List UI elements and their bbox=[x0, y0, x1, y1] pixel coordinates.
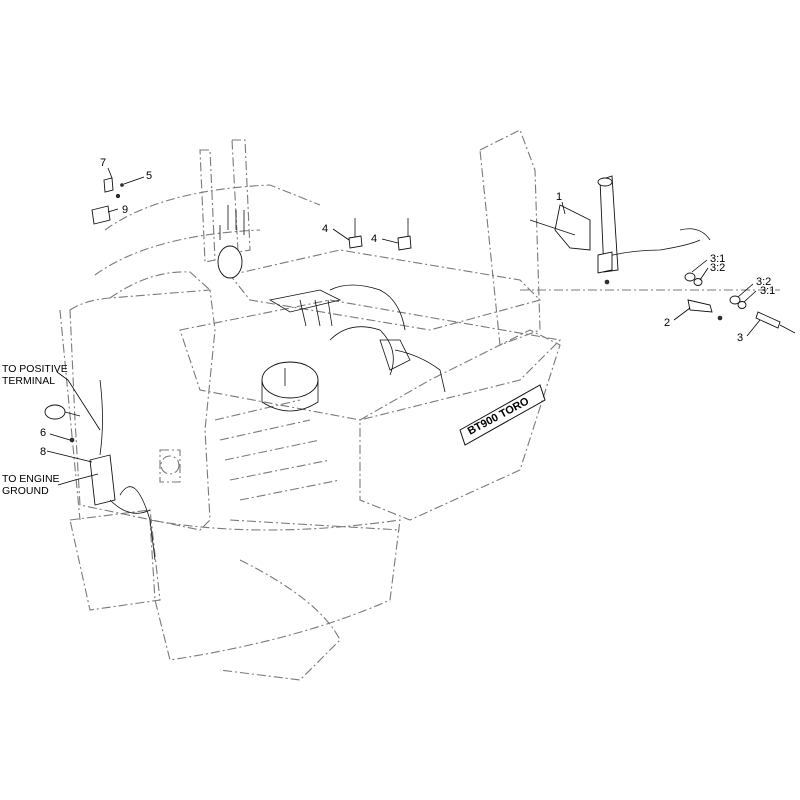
callout-4-left: 4 bbox=[322, 223, 328, 235]
engine-assembly bbox=[217, 205, 446, 412]
callout-3-2-lower: 3:2 bbox=[756, 276, 771, 288]
notes: TO POSITIVE TERMINAL TO ENGINE GROUND bbox=[2, 363, 68, 497]
leader-lines bbox=[46, 167, 761, 486]
decal-text: BT900 TORO bbox=[466, 395, 532, 438]
callout-3-2-upper: 3:2 bbox=[710, 262, 725, 274]
callout-8: 8 bbox=[40, 446, 46, 458]
callout-6: 6 bbox=[40, 427, 46, 439]
battery-cable-parts bbox=[44, 379, 156, 561]
callout-7: 7 bbox=[100, 157, 106, 169]
callout-3-1-upper: 3:1 bbox=[710, 253, 725, 265]
note-engine-ground-line2: GROUND bbox=[2, 485, 49, 497]
switch-parts bbox=[91, 177, 124, 225]
note-positive-terminal-line2: TERMINAL bbox=[2, 375, 55, 387]
hardware-bolts bbox=[348, 218, 412, 251]
control-panel bbox=[69, 271, 216, 531]
note-engine-ground-line1: TO ENGINE bbox=[2, 473, 60, 485]
callout-9: 9 bbox=[122, 204, 128, 216]
callout-2: 2 bbox=[664, 317, 670, 329]
callout-5: 5 bbox=[146, 170, 152, 182]
callout-3-1-lower: 3:1 bbox=[760, 285, 775, 297]
note-positive-terminal-line1: TO POSITIVE bbox=[2, 363, 68, 375]
callout-4-right: 4 bbox=[371, 233, 377, 245]
callout-3: 3 bbox=[737, 332, 743, 344]
callout-labels: 7 5 9 4 4 1 3:1 3:2 3:2 3:1 2 3 6 8 bbox=[40, 157, 775, 458]
lever-assembly bbox=[529, 175, 796, 334]
fender-decal: BT900 TORO bbox=[459, 384, 546, 446]
machine-frame-outline bbox=[59, 129, 780, 681]
callout-1: 1 bbox=[556, 191, 562, 203]
